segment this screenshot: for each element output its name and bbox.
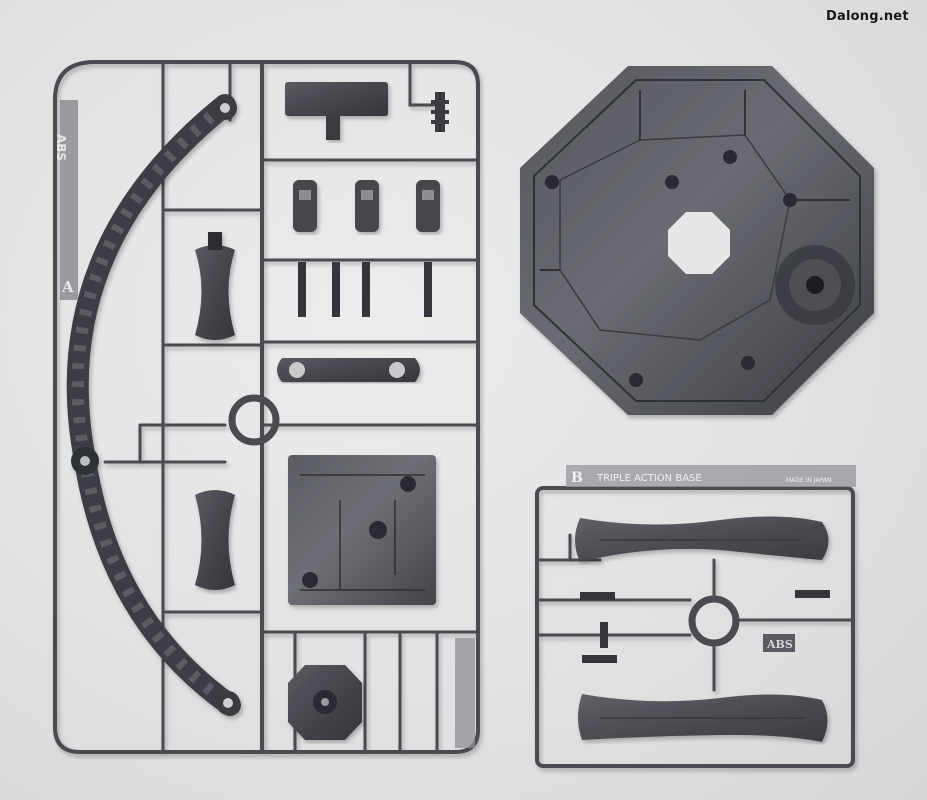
octagon-base-plate	[520, 66, 874, 415]
runner-a-hub-ring	[228, 394, 280, 446]
runner-b-sprue	[535, 486, 855, 768]
upper-arm-bar-part	[575, 516, 829, 562]
runner-b-letter: B	[571, 470, 583, 486]
runner-a-tab	[455, 638, 475, 748]
hourglass-grip-upper	[195, 232, 235, 340]
peg-parts-row	[298, 262, 432, 317]
lower-arm-bar-part	[578, 694, 828, 742]
watermark-text: Dalong.net	[826, 9, 909, 24]
small-peg-part	[431, 92, 449, 132]
runner-a-letter: A	[61, 278, 74, 296]
square-plate-part	[288, 455, 436, 605]
runner-a-label-strip: ABS A	[54, 100, 78, 300]
runner-a-material-label: ABS	[54, 134, 68, 161]
small-octagon-part	[288, 665, 362, 740]
clip-parts-row	[293, 180, 440, 232]
runner-b-peg-parts	[580, 590, 830, 663]
top-bar-part	[285, 82, 388, 140]
runner-b-material-label: ABS	[766, 638, 793, 651]
runner-b-title: TRIPLE ACTION BASE	[596, 473, 702, 484]
runner-b-hub-ring	[688, 595, 740, 647]
hourglass-grip-lower	[195, 490, 235, 590]
curved-arm-part	[66, 94, 241, 716]
runner-a-sprue	[53, 60, 480, 754]
runner-b-label-plate: B TRIPLE ACTION BASE MADE IN JAPAN	[566, 465, 856, 487]
octagon-center-hole	[668, 212, 730, 274]
runner-b-made-in: MADE IN JAPAN	[786, 477, 831, 484]
runner-b-abs-tag: ABS	[763, 634, 795, 652]
link-bar-part	[277, 358, 420, 382]
